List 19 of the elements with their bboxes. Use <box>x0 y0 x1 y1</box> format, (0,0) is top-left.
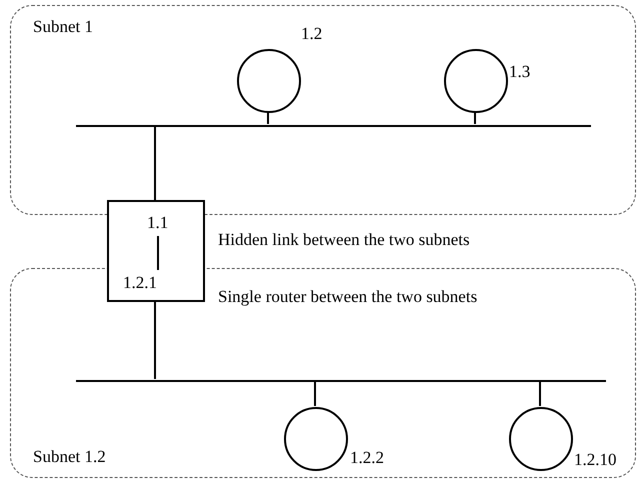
router-box <box>107 200 205 302</box>
connection-line <box>539 381 541 406</box>
interface-label: 1.1 <box>147 214 168 231</box>
note-text: Hidden link between the two subnets <box>218 231 470 248</box>
note-text: Single router between the two subnets <box>218 288 478 305</box>
address-label: 1.2 <box>301 25 322 42</box>
connection-line <box>474 112 476 124</box>
connection-line <box>154 302 156 379</box>
address-label: 1.2.2 <box>350 449 384 466</box>
connection-line <box>154 126 156 200</box>
connection-line <box>267 112 269 124</box>
address-label: 1.2.10 <box>574 451 616 468</box>
subnet-label: Subnet 1 <box>33 18 93 35</box>
subnet-label: Subnet 1.2 <box>33 448 106 465</box>
connection-line <box>314 381 316 406</box>
network-bus-line <box>76 125 591 127</box>
interface-label: 1.2.1 <box>123 274 157 291</box>
network-bus-line <box>76 380 606 382</box>
address-label: 1.3 <box>509 63 530 80</box>
